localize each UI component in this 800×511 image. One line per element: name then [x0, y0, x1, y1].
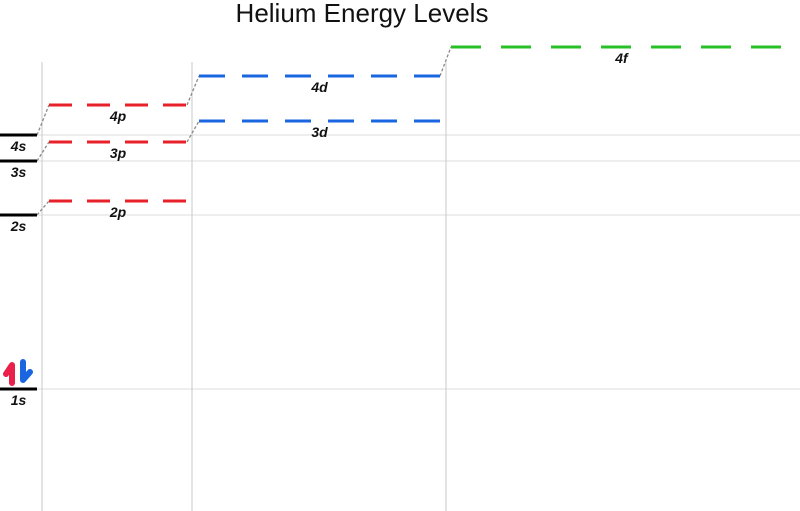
- level-label-4s: 4s: [10, 138, 27, 154]
- level-label-3p: 3p: [110, 145, 127, 161]
- level-label-4f: 4f: [614, 50, 629, 66]
- connector-3p-3d: [186, 120, 200, 143]
- grid-lines: [0, 134, 800, 390]
- level-label-2p: 2p: [109, 204, 127, 220]
- level-label-4d: 4d: [310, 79, 328, 95]
- level-4d: 4d: [199, 74, 440, 95]
- level-4f: 4f: [451, 45, 792, 66]
- level-connectors: [36, 46, 452, 216]
- connector-4s-4p: [36, 104, 50, 136]
- spin-up-arrow-icon: [3, 362, 15, 386]
- level-3p: 3p: [49, 140, 187, 161]
- level-3s: 3s: [0, 159, 37, 180]
- level-4p: 4p: [49, 103, 187, 124]
- level-label-4p: 4p: [109, 108, 127, 124]
- diagram-title: Helium Energy Levels: [236, 0, 489, 28]
- level-label-3d: 3d: [311, 124, 328, 140]
- level-2s: 2s: [0, 213, 37, 234]
- connector-3s-3p: [36, 141, 50, 162]
- electrons: [3, 359, 33, 386]
- connector-4d-4f: [439, 46, 452, 77]
- electrons-1s: [3, 359, 33, 386]
- column-dividers: [41, 62, 447, 511]
- level-2p: 2p: [49, 199, 187, 220]
- energy-levels: 1s 2s 3s 4s 2p 3p 4p 3d 4d 4f: [0, 45, 792, 408]
- connector-4p-4d: [186, 75, 200, 106]
- level-3d: 3d: [199, 119, 440, 140]
- connector-2s-2p: [36, 200, 50, 216]
- level-label-3s: 3s: [11, 164, 27, 180]
- level-4s: 4s: [0, 133, 37, 154]
- spin-down-arrow-icon: [20, 359, 33, 383]
- level-1s: 1s: [0, 387, 37, 408]
- level-label-1s: 1s: [11, 392, 27, 408]
- level-label-2s: 2s: [10, 218, 27, 234]
